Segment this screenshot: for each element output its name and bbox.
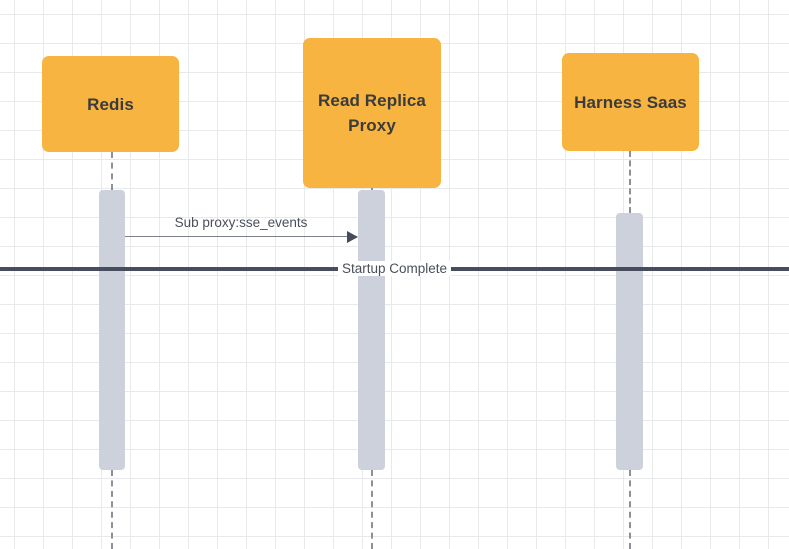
lifeline-harness-lower — [629, 470, 631, 549]
message-arrow-shaft — [125, 236, 357, 237]
lifeline-redis-upper — [111, 152, 113, 190]
participant-box-redis[interactable]: Redis — [42, 56, 179, 152]
message-arrowhead-icon — [347, 231, 358, 243]
activation-bar-proxy[interactable] — [358, 190, 385, 470]
activation-bar-harness[interactable] — [616, 213, 643, 470]
lifeline-proxy-lower — [371, 470, 373, 549]
divider-label-text: Startup Complete — [337, 261, 452, 276]
participant-label-read-replica-proxy: Read Replica Proxy — [318, 91, 426, 135]
participant-label-harness-saas: Harness Saas — [574, 92, 687, 112]
participant-label-redis: Redis — [87, 94, 134, 114]
divider-startup-complete-label: Startup Complete — [0, 261, 789, 276]
message-label-sub-proxy-sse-events: Sub proxy:sse_events — [174, 215, 308, 230]
lifeline-redis-lower — [111, 470, 113, 549]
activation-bar-redis[interactable] — [99, 190, 125, 470]
lifeline-proxy-upper — [371, 188, 373, 190]
participant-box-harness-saas[interactable]: Harness Saas — [562, 53, 699, 151]
message-arrow-redis-to-proxy[interactable] — [125, 231, 358, 243]
lifeline-harness-upper — [629, 151, 631, 213]
participant-box-read-replica-proxy[interactable]: Read Replica Proxy — [303, 38, 441, 188]
